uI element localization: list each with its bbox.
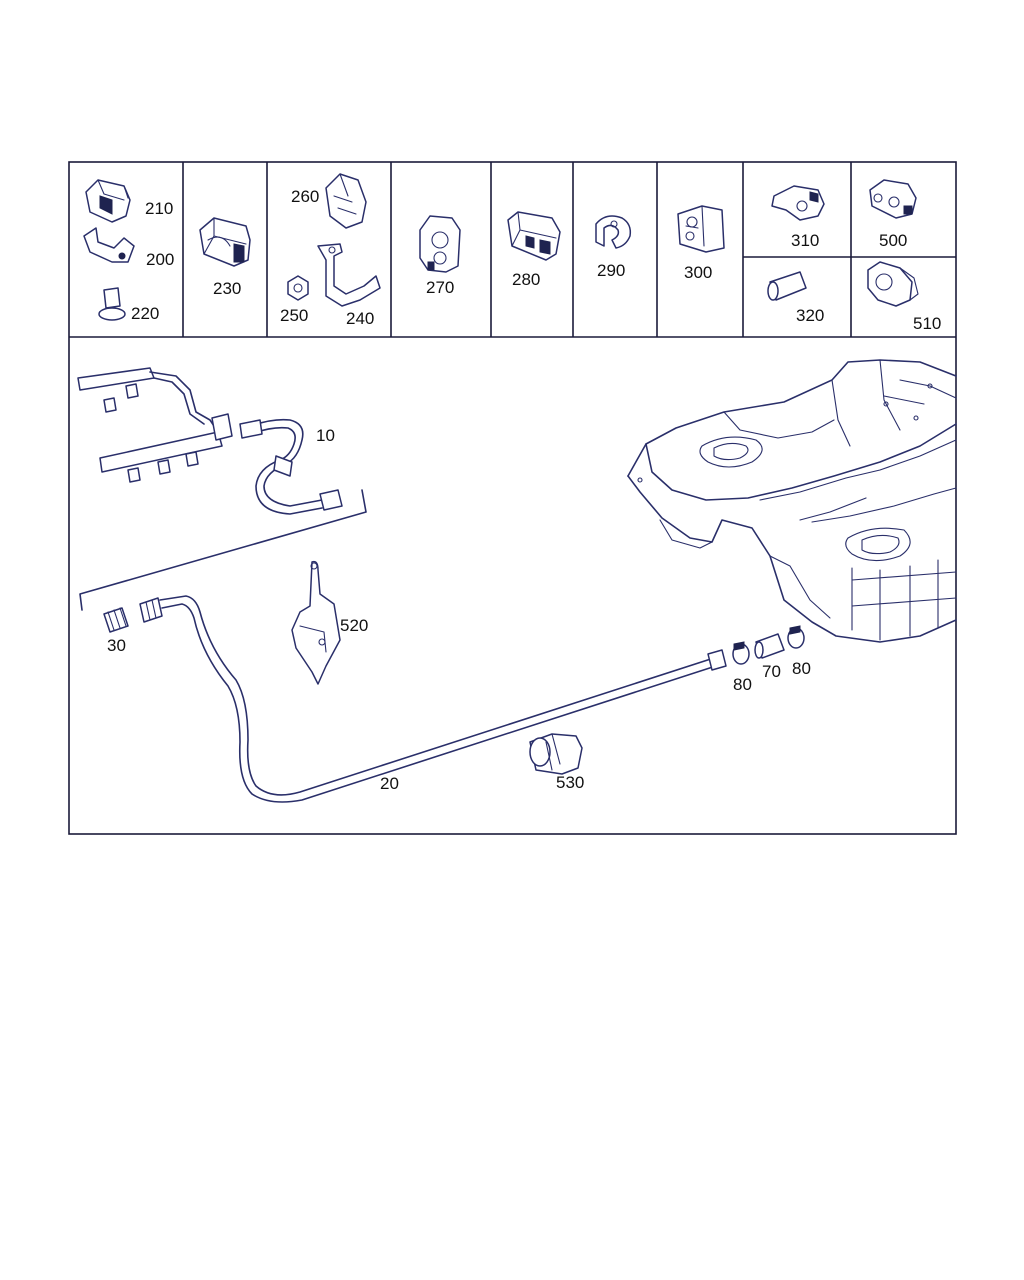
callout-250: 250 <box>280 306 308 325</box>
callout-240: 240 <box>346 309 374 328</box>
callout-290: 290 <box>597 261 625 280</box>
nut-250-drawing <box>287 275 309 301</box>
clip-230-drawing <box>199 217 251 267</box>
callout-30: 30 <box>107 636 126 655</box>
fuel-line-20-drawing <box>139 595 727 803</box>
callout-300: 300 <box>684 263 712 282</box>
clip-270-drawing <box>419 215 461 273</box>
callout-20: 20 <box>380 774 399 793</box>
callout-500: 500 <box>879 231 907 250</box>
callout-labels: 210 200 220 230 260 250 240 270 280 290 … <box>107 187 941 793</box>
bracket-240-drawing <box>317 243 381 307</box>
fuel-rail-drawing <box>77 367 233 483</box>
callout-230: 230 <box>213 279 241 298</box>
callout-280: 280 <box>512 270 540 289</box>
clip-500-drawing <box>869 179 917 219</box>
clip-530-drawing <box>529 733 583 775</box>
callout-270: 270 <box>426 278 454 297</box>
callout-320: 320 <box>796 306 824 325</box>
callout-520: 520 <box>340 616 368 635</box>
callout-80-right: 80 <box>792 659 811 678</box>
clip-280-drawing <box>507 211 561 261</box>
clip-210-drawing <box>85 179 131 223</box>
callout-10: 10 <box>316 426 335 445</box>
fitting-30-drawing <box>103 607 129 633</box>
fuel-line-10-drawing <box>239 418 343 515</box>
hose-clamp-80-left-drawing <box>732 641 750 665</box>
clip-260-drawing <box>325 173 367 229</box>
callout-210: 210 <box>145 199 173 218</box>
clip-290-drawing <box>595 215 632 249</box>
callout-220: 220 <box>131 304 159 323</box>
callout-70: 70 <box>762 662 781 681</box>
callout-200: 200 <box>146 250 174 269</box>
bracket-520-drawing <box>291 560 341 685</box>
clip-300-drawing <box>677 205 725 253</box>
clip-200-drawing <box>83 227 135 263</box>
rivet-220-drawing <box>98 287 126 321</box>
callout-510: 510 <box>913 314 941 333</box>
diagram-frame <box>68 161 957 835</box>
callout-260: 260 <box>291 187 319 206</box>
section-break-line <box>79 489 367 611</box>
hose-clamp-80-right-drawing <box>787 625 805 649</box>
clip-510-drawing <box>867 261 919 307</box>
callout-530: 530 <box>556 773 584 792</box>
callout-80-left: 80 <box>733 675 752 694</box>
clip-310-drawing <box>771 185 825 221</box>
hose-70-drawing <box>754 633 785 659</box>
fuel-tank-drawing <box>627 359 957 643</box>
spacer-320-drawing <box>767 271 807 301</box>
callout-310: 310 <box>791 231 819 250</box>
